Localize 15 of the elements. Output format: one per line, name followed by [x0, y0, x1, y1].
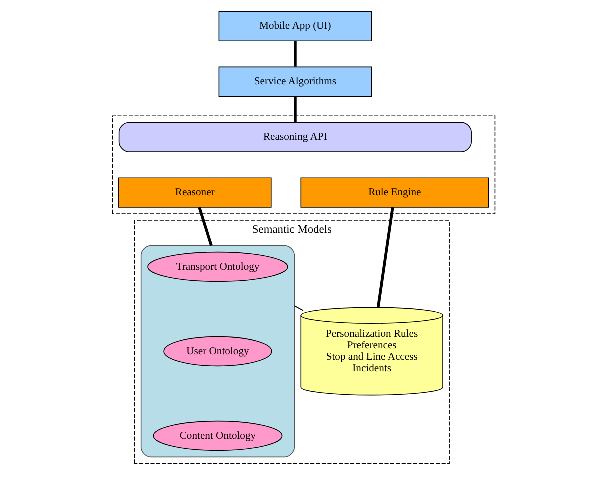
node-box: Service Algorithms	[218, 66, 372, 97]
connector	[376, 207, 394, 308]
cluster	[112, 116, 496, 214]
node-ellipse: Transport Ontology	[148, 252, 288, 282]
connector	[198, 207, 213, 246]
node-box: Mobile App (UI)	[218, 11, 372, 42]
connector	[294, 96, 297, 122]
node-ellipse: Content Ontology	[153, 420, 283, 452]
connector	[294, 41, 297, 67]
node-box: Rule Engine	[300, 178, 490, 208]
node-ellipse: User Ontology	[164, 336, 272, 367]
connector	[294, 306, 304, 312]
node-box: Reasoner	[118, 178, 272, 208]
cluster	[140, 245, 296, 458]
node-box: Reasoning API	[118, 122, 472, 152]
